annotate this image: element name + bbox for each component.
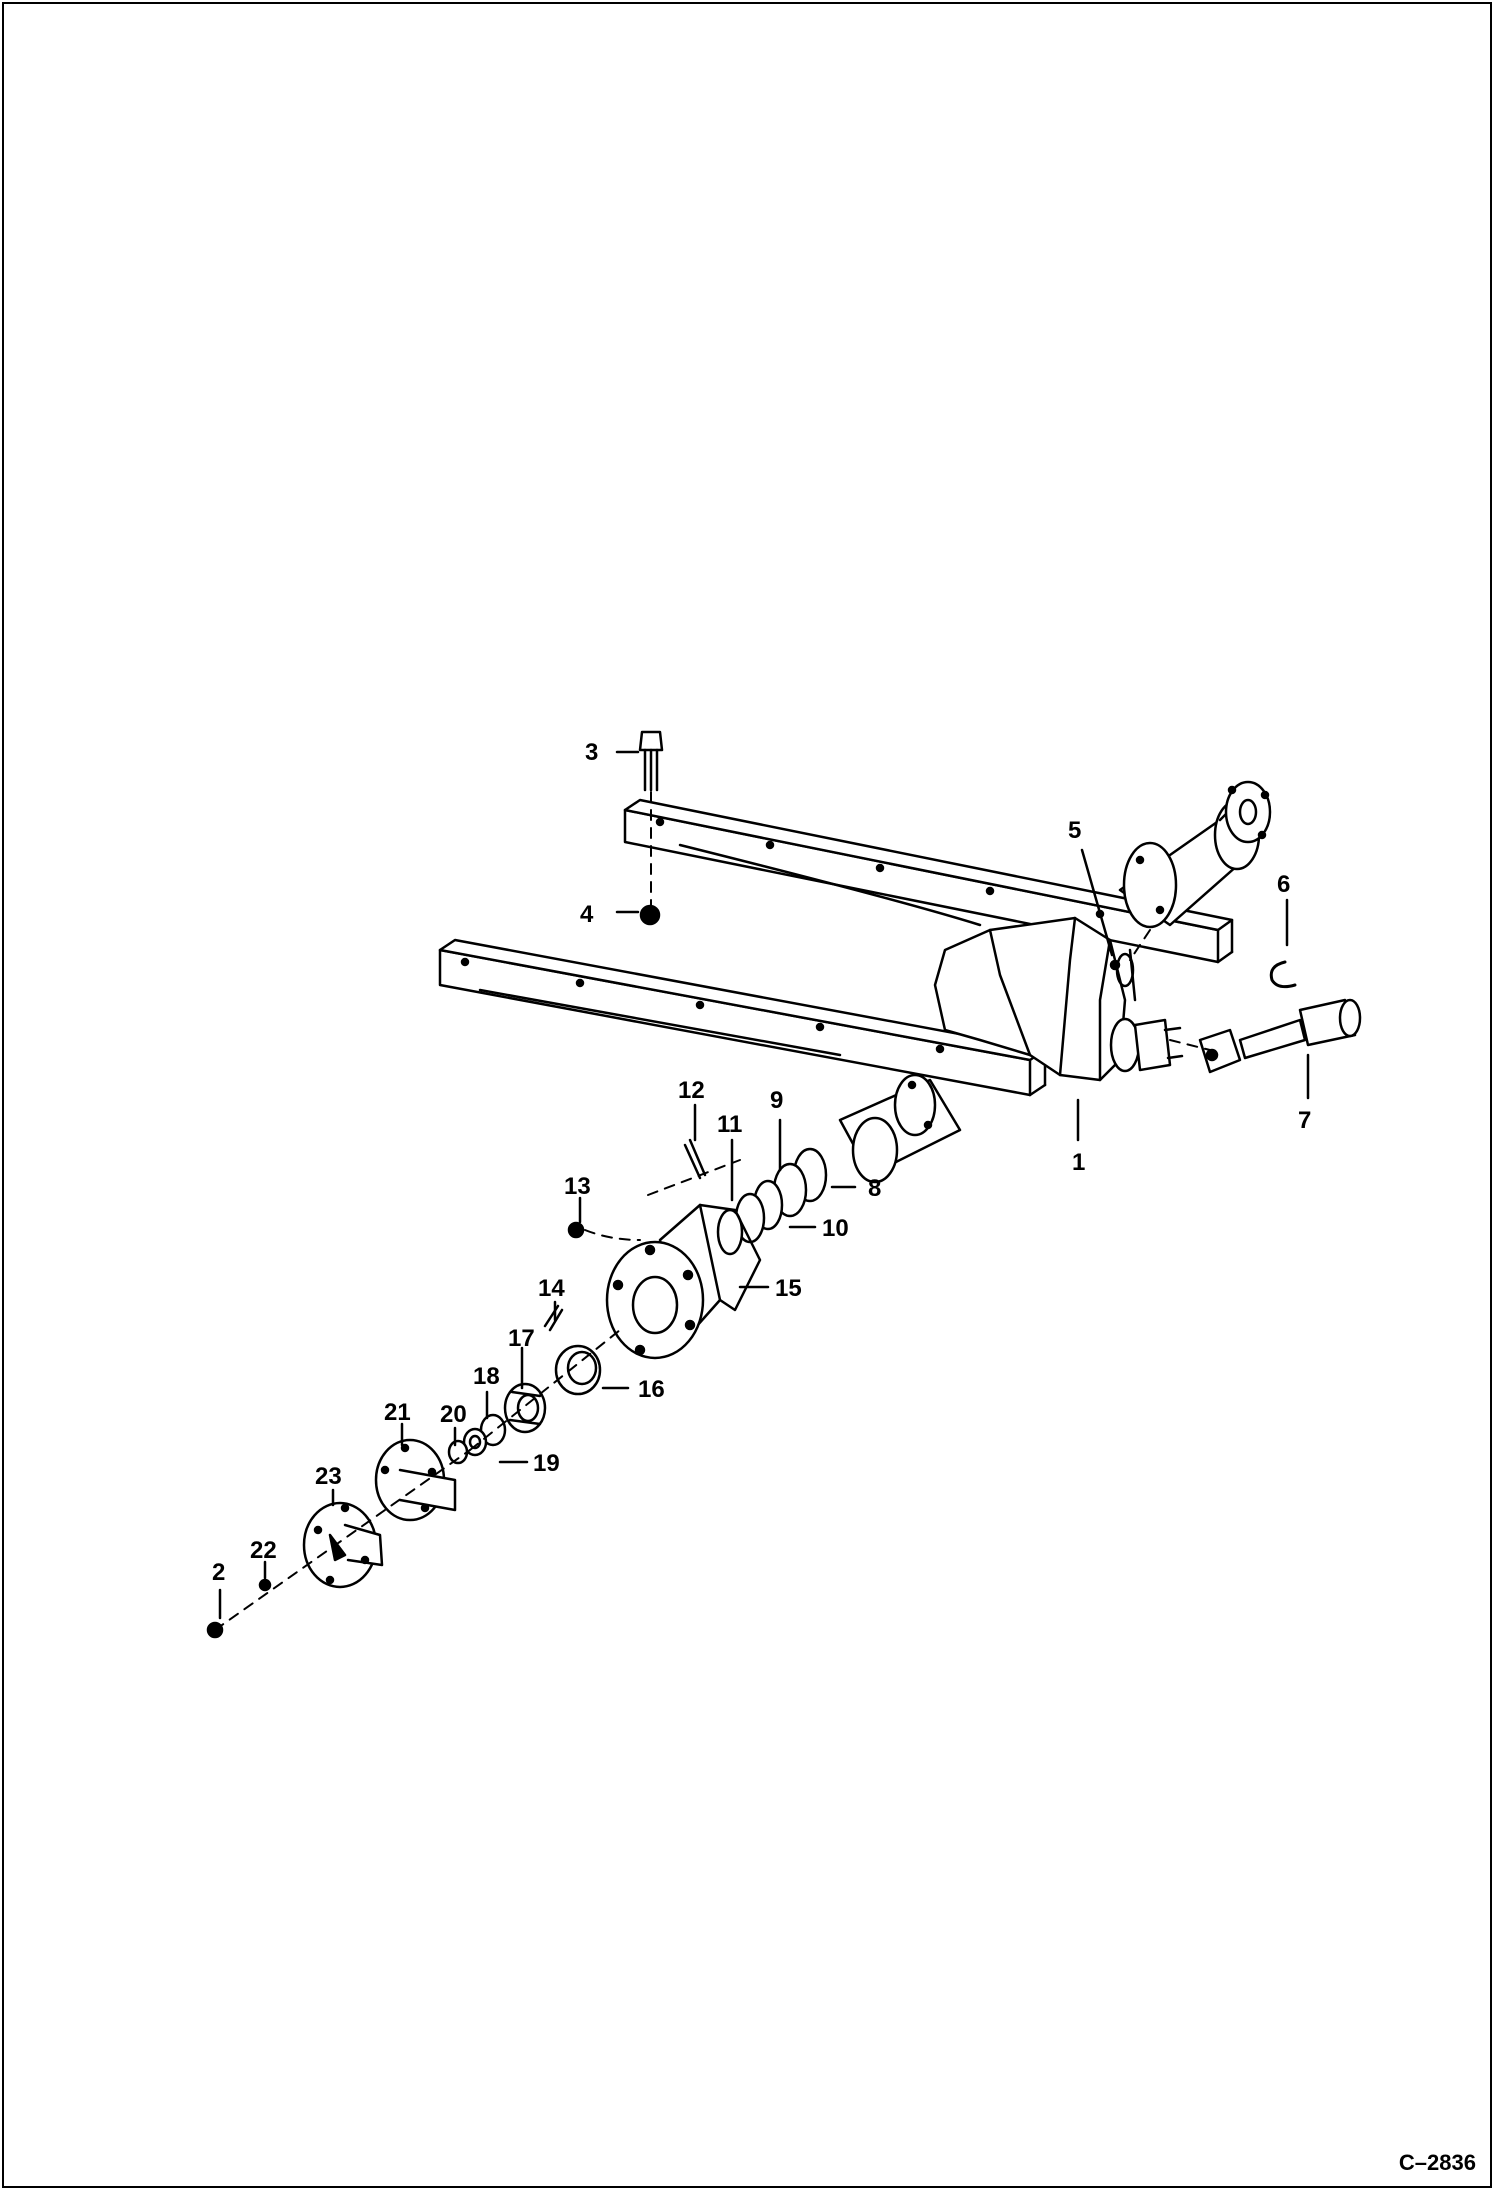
bearing-cup: [554, 1344, 602, 1396]
callout-9: 9: [770, 1087, 783, 1114]
drive-shaft: [1198, 998, 1362, 1074]
input-yoke: [1109, 1017, 1184, 1073]
axle-shaft: [374, 1438, 457, 1522]
callout-1: 1: [1072, 1149, 1085, 1176]
right-axle-tube: [1118, 780, 1272, 929]
washer: [258, 1578, 272, 1592]
callout-16: 16: [638, 1376, 665, 1403]
left-axle-tube: [838, 1073, 962, 1184]
figure-code: C–2836: [1398, 2150, 1476, 2175]
hub-housing: [605, 1203, 762, 1360]
callout-15: 15: [775, 1275, 802, 1302]
differential-housing: [933, 916, 1137, 1082]
frame-rail-front: [438, 938, 1047, 1097]
callout-12: 12: [678, 1077, 705, 1104]
u-bolt-clip: [1269, 960, 1297, 989]
grease-fitting: [567, 1221, 585, 1239]
callout-19: 19: [533, 1450, 560, 1477]
leader-5: [1080, 848, 1114, 957]
bearing-stack: [716, 1147, 828, 1256]
callout-6: 6: [1277, 871, 1290, 898]
callout-11: 11: [717, 1111, 742, 1138]
callout-23: 23: [315, 1463, 342, 1490]
callout-21: 21: [384, 1399, 411, 1426]
callout-14: 14: [538, 1275, 565, 1302]
pin: [543, 1304, 564, 1332]
bolt: [638, 730, 664, 792]
callout-5: 5: [1068, 817, 1081, 844]
callout-4: 4: [580, 901, 594, 928]
nut: [639, 904, 661, 926]
callout-18: 18: [473, 1363, 500, 1390]
callout-2: 2: [212, 1559, 225, 1586]
callout-10: 10: [822, 1215, 849, 1242]
callout-13: 13: [564, 1173, 591, 1200]
callout-17: 17: [508, 1325, 535, 1352]
callout-3: 3: [585, 739, 598, 766]
callout-22: 22: [250, 1537, 277, 1564]
callout-20: 20: [440, 1401, 467, 1428]
callout-7: 7: [1298, 1107, 1311, 1134]
callout-8: 8: [868, 1175, 881, 1202]
bearing-cone: [503, 1382, 547, 1434]
wheel-hub: [302, 1501, 384, 1589]
stud: [683, 1138, 707, 1180]
